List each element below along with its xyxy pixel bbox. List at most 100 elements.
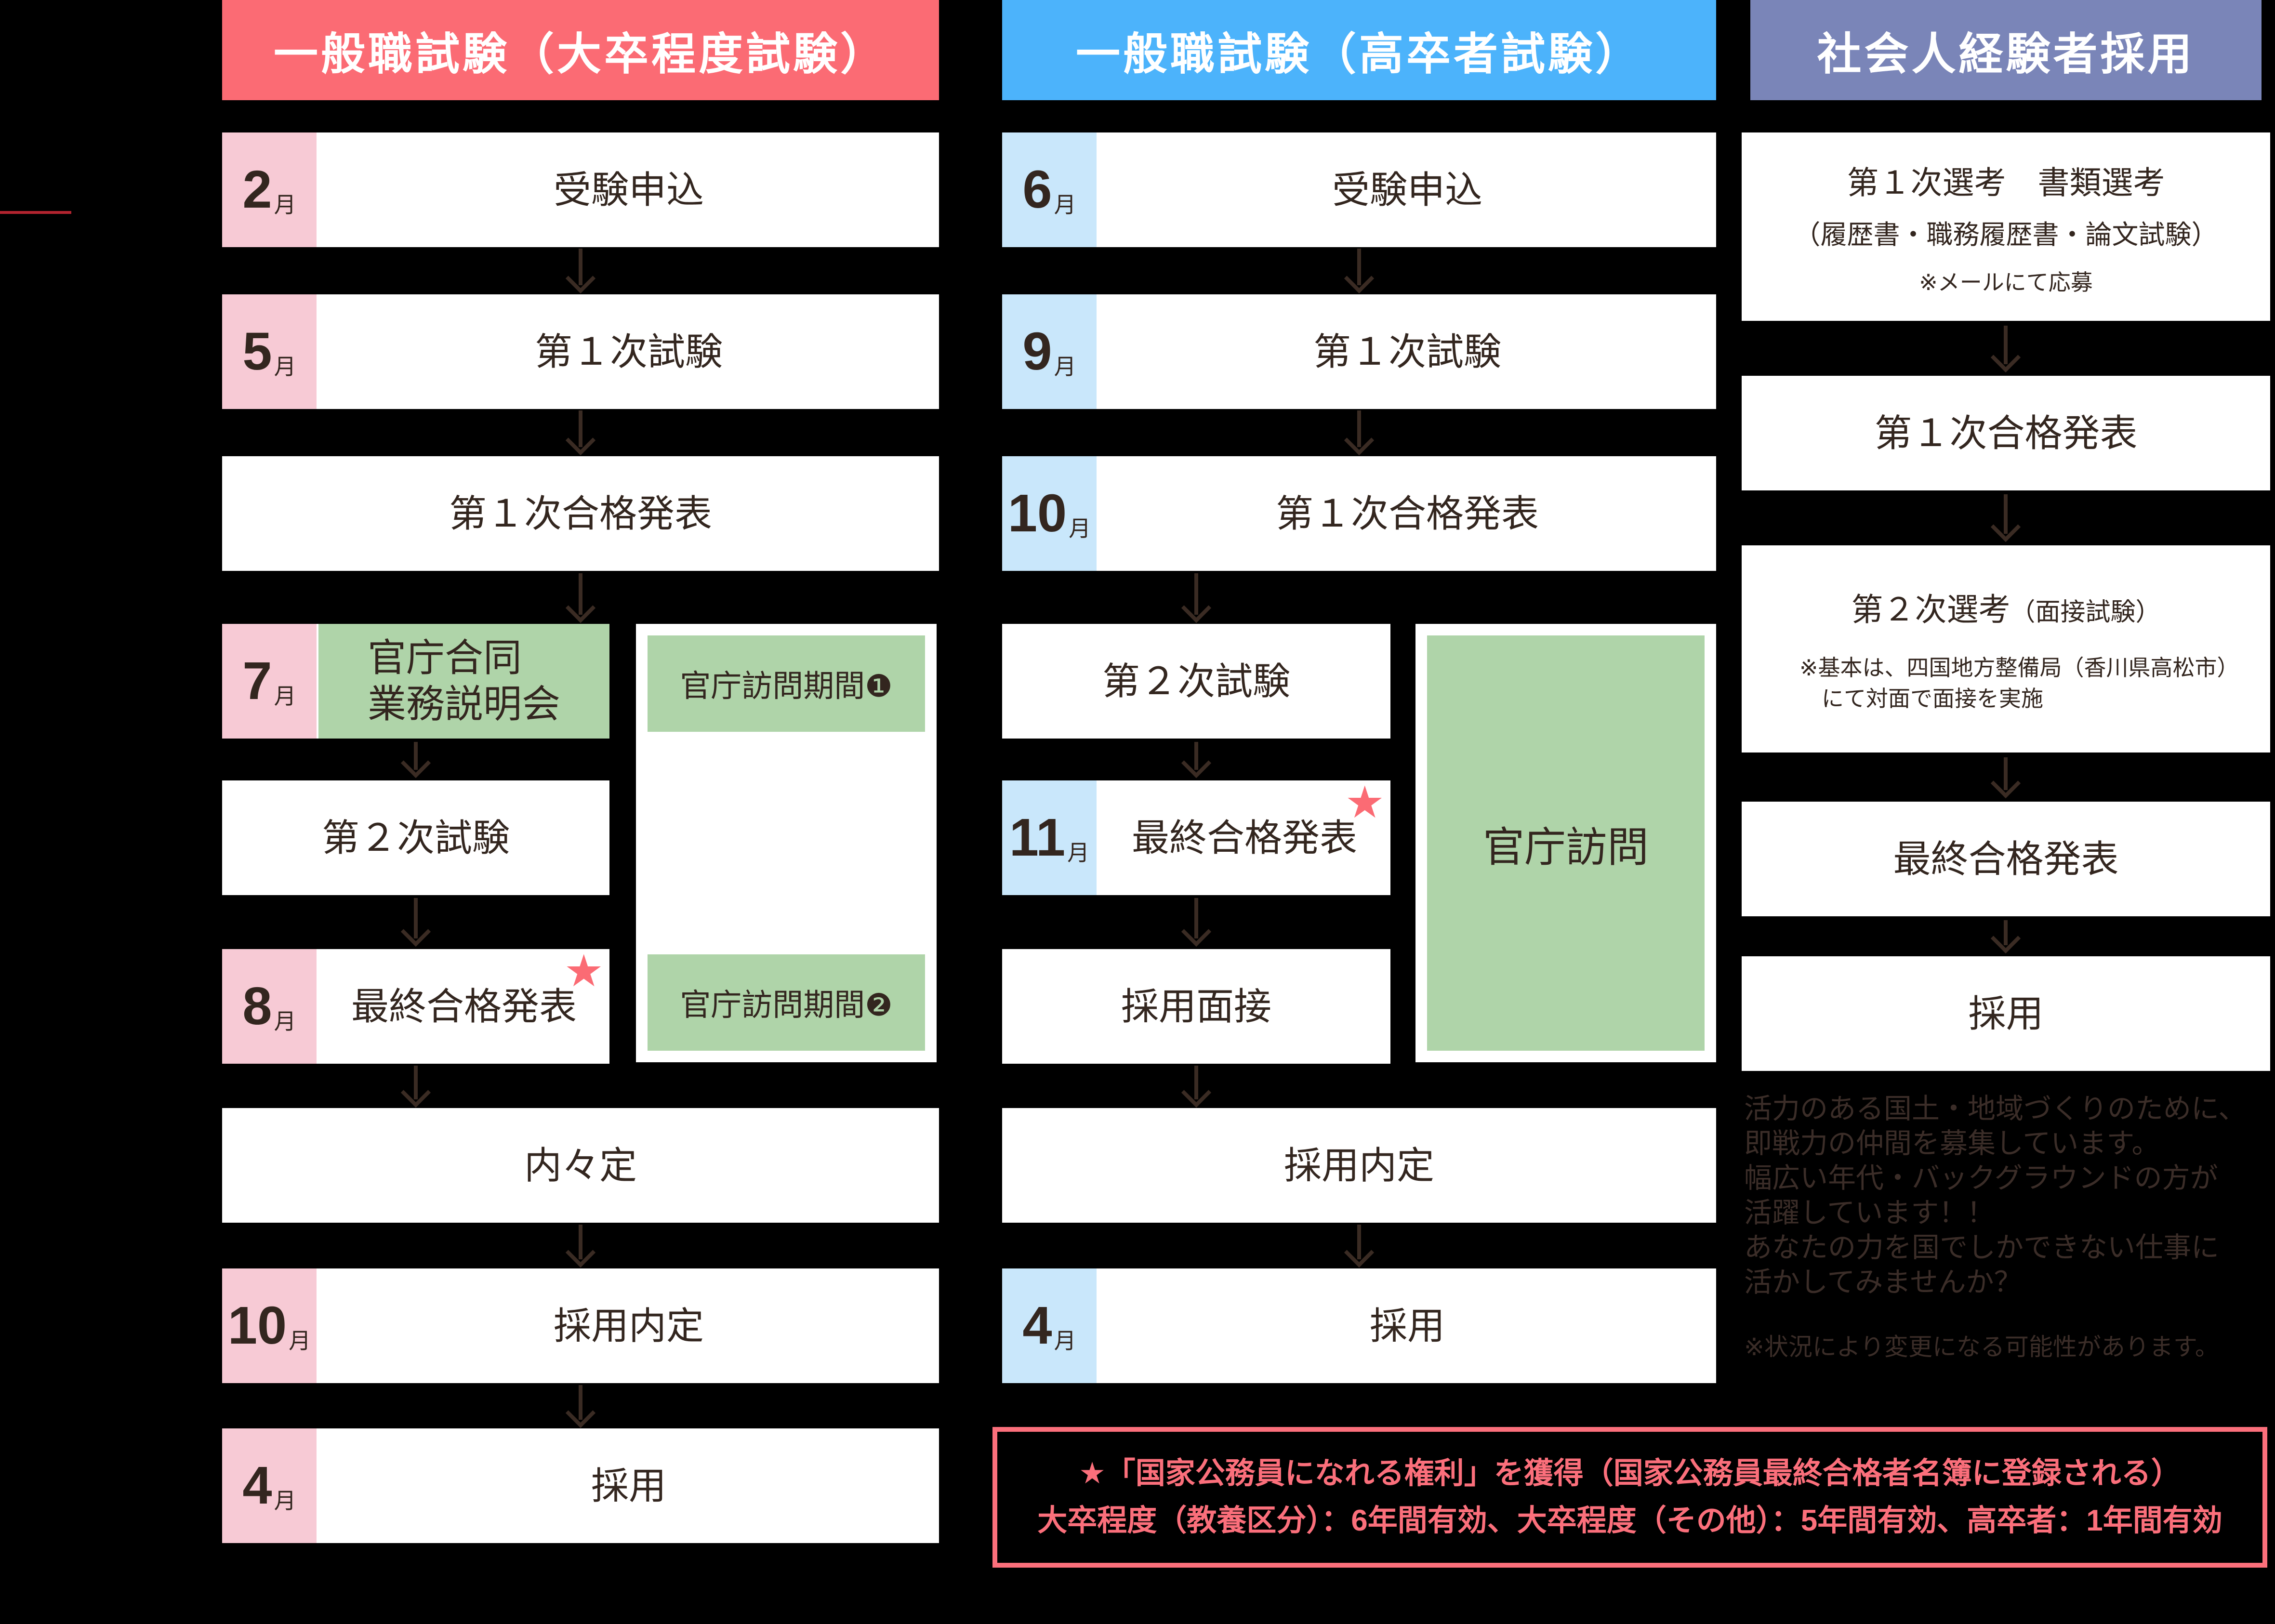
step-subtitle: （履歴書・職務履歴書・論文試験） [1794,219,2218,250]
visit-period-2-label: 官庁訪問期間❷ [680,988,893,1022]
arrow-down-icon [1344,410,1375,456]
arrow-down-icon [565,573,596,623]
step-label: 採用 [1968,992,2044,1035]
arrow-down-icon [1990,920,2021,954]
step-title-paren: （面接試験） [2010,598,2161,626]
month-unit: 月 [274,354,296,379]
step-label: 官庁合同 業務説明会 [368,636,560,726]
message-text: 活力のある国土・地域づくりのために、 即戦力の仲間を募集しています。 幅広い年代… [1744,1093,2247,1298]
month-number: 8 [242,977,272,1036]
footnote-box: ★「国家公務員になれる権利」を獲得（国家公務員最終合格者名簿に登録される） 大卒… [992,1427,2267,1568]
month-number: 6 [1022,160,1052,219]
star-icon: ★ [1345,778,1385,827]
col2-visit-panel: 官庁訪問 [1415,624,1716,1062]
month-unit: 月 [1054,1328,1076,1353]
arrow-down-icon [1990,757,2021,799]
arrow-down-icon [1181,898,1212,947]
left-red-mark [0,211,71,214]
step-title-main: 第２次選考 [1851,592,2010,627]
step-label: 採用内定 [553,1305,704,1347]
arrow-down-icon [1344,249,1375,294]
month-number: 7 [242,651,272,711]
step-label: 採用 [1369,1305,1445,1347]
arrow-down-icon [400,1066,431,1108]
arrow-down-icon [1990,326,2021,373]
month-number: 4 [242,1456,272,1515]
month-number: 10 [227,1296,287,1355]
month-unit: 月 [274,684,296,709]
visit-box: 官庁訪問 [1427,635,1705,1051]
step-label: 受験申込 [553,169,704,211]
arrow-down-icon [565,1385,596,1428]
month-unit: 月 [1069,516,1091,541]
month-number: 9 [1022,322,1052,381]
col1-step-pass1: 第１次合格発表 [222,456,939,571]
col2-step-interview: 採用面接 [1002,949,1390,1064]
col1-visit-panel: 官庁訪問期間❶ 官庁訪問期間❷ [636,624,937,1062]
column2-header: 一般職試験（高卒者試験） [1002,0,1716,100]
month-number: 11 [1009,808,1066,867]
step-label: 採用内定 [1283,1144,1434,1187]
step-label: 内々定 [524,1144,637,1187]
month-number: 10 [1007,484,1067,543]
col3-step-screening2: 第２次選考（面接試験） ※基本は、四国地方整備局（香川県高松市） にて対面で面接… [1742,545,2270,753]
column3-header: 社会人経験者採用 [1750,0,2262,100]
column2-header-label: 一般職試験（高卒者試験） [1075,29,1642,79]
step-label: 最終合格発表 [1131,817,1357,859]
step-label: 第２次試験 [321,817,510,859]
arrow-down-icon [1344,1225,1375,1268]
col2-step-naitei: 採用内定 [1002,1108,1716,1223]
month-unit: 月 [274,1009,296,1034]
col3-step-pass1: 第１次合格発表 [1742,376,2270,490]
month-unit: 月 [289,1328,311,1353]
step-label: 採用 [591,1465,666,1507]
step-note: ※基本は、四国地方整備局（香川県高松市） にて対面で面接を実施 [1799,655,2239,711]
month-unit: 月 [1054,354,1076,379]
arrow-down-icon [565,249,596,294]
visit-label: 官庁訪問 [1483,824,1649,871]
month-number: 4 [1022,1296,1052,1355]
step-label: 第１次合格発表 [1275,492,1539,535]
step-label: 採用面接 [1121,985,1271,1028]
seminar-green-bg: 官庁合同 業務説明会 [318,624,609,739]
month-number: 5 [242,322,272,381]
footnote-line2: 大卒程度（教養区分）：6年間有効、大卒程度（その他）：5年間有効、高卒者：1年間… [1037,1504,2222,1537]
col2-step-exam2: 第２次試験 [1002,624,1390,739]
column1-header-label: 一般職試験（大卒程度試験） [273,29,887,79]
disclaimer-text: ※状況により変更になる可能性があります。 [1744,1334,2219,1360]
arrow-down-icon [1181,1066,1212,1108]
step-label: 受験申込 [1332,169,1482,211]
col3-step-screening1: 第１次選考 書類選考 （履歴書・職務履歴書・論文試験） ※メールにて応募 [1742,132,2270,321]
month-unit: 月 [1054,192,1076,217]
arrow-down-icon [400,898,431,947]
step-label: 最終合格発表 [351,985,577,1028]
arrow-down-icon [400,742,431,779]
step-label: 第１次試験 [1313,330,1501,373]
col1-step-prenaitei: 内々定 [222,1108,939,1223]
month-number: 2 [242,160,272,219]
visit-period-box-2: 官庁訪問期間❷ [648,954,925,1051]
footnote-line1: ★「国家公務員になれる権利」を獲得（国家公務員最終合格者名簿に登録される） [1079,1457,2181,1490]
arrow-down-icon [565,1225,596,1268]
month-unit: 月 [274,1488,296,1513]
month-unit: 月 [274,192,296,217]
step-label: 第１次合格発表 [1874,412,2138,454]
